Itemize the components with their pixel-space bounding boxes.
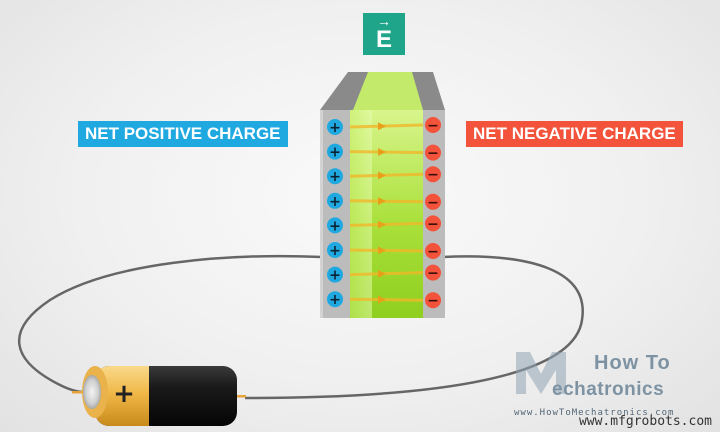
field-arrow <box>378 122 386 131</box>
svg-text:−: − <box>427 167 439 183</box>
negative-charge: − <box>425 243 441 260</box>
positive-charge: + <box>327 242 343 259</box>
field-arrow <box>378 171 386 180</box>
dielectric-top <box>353 72 423 110</box>
positive-charge: + <box>327 217 343 234</box>
field-arrow <box>378 197 386 206</box>
battery-cap <box>83 375 101 409</box>
field-arrow <box>378 295 386 304</box>
svg-text:−: − <box>427 118 439 134</box>
electric-field-label: E <box>375 26 392 53</box>
svg-text:−: − <box>427 244 439 260</box>
negative-charge: − <box>425 264 441 282</box>
field-line <box>349 297 424 302</box>
negative-charge: − <box>425 292 441 309</box>
field-arrow <box>378 147 386 156</box>
svg-text:−: − <box>427 293 439 309</box>
watermark: www.mfgrobots.com <box>578 414 712 429</box>
field-line <box>349 172 424 178</box>
svg-text:−: − <box>427 146 439 162</box>
battery-lead-right <box>232 395 246 398</box>
logo-mark <box>516 352 566 394</box>
logo-how-to: How To <box>594 352 671 374</box>
svg-text:+: + <box>329 169 341 185</box>
field-line <box>349 199 424 204</box>
battery-lead-left <box>72 391 84 394</box>
negative-charge: − <box>425 215 441 232</box>
svg-text:+: + <box>329 218 341 234</box>
field-arrow <box>378 220 386 229</box>
logo-url: www.HowToMechatronics.com <box>514 408 675 418</box>
net-positive-charge-label: NET POSITIVE CHARGE <box>78 121 288 147</box>
positive-charge: + <box>327 119 343 136</box>
negative-plate <box>423 110 445 318</box>
battery: + <box>72 366 246 426</box>
svg-text:−: − <box>427 216 439 232</box>
svg-text:+: + <box>329 292 341 308</box>
negative-charge: − <box>425 117 441 134</box>
positive-charge: + <box>327 266 343 284</box>
svg-text:−: − <box>427 266 439 282</box>
logo-mechatronics: echatronics <box>552 379 665 400</box>
svg-text:+: + <box>329 120 341 136</box>
positive-charge: + <box>327 143 343 161</box>
negative-charge: − <box>425 193 441 211</box>
field-line <box>349 271 424 277</box>
field-lines <box>349 122 424 304</box>
battery-plus-sign: + <box>113 379 135 409</box>
howtomechatronics-logo: How To echatronics www.HowToMechatronics… <box>512 348 712 428</box>
positive-charge: + <box>327 192 343 210</box>
svg-text:+: + <box>329 268 341 284</box>
circuit-wire-right <box>244 255 584 400</box>
positive-plate <box>320 110 350 318</box>
arrow-right-icon: → <box>377 13 391 29</box>
field-line <box>349 150 424 155</box>
field-line <box>349 123 424 129</box>
field-arrow <box>378 269 386 278</box>
negative-charges: − − − − − − − − <box>425 117 441 309</box>
svg-text:+: + <box>329 243 341 259</box>
svg-text:+: + <box>329 145 341 161</box>
electric-field-badge: → E <box>363 13 405 55</box>
svg-text:+: + <box>329 194 341 210</box>
field-line <box>349 248 424 253</box>
positive-charge: + <box>327 291 343 308</box>
positive-charges: + + + + + + + + <box>327 119 343 308</box>
circuit-wire <box>18 254 323 394</box>
field-line <box>349 221 424 227</box>
negative-charge: − <box>425 144 441 162</box>
net-negative-charge-label: NET NEGATIVE CHARGE <box>466 121 683 147</box>
field-arrow <box>378 246 386 255</box>
svg-text:−: − <box>427 195 439 211</box>
positive-charge: + <box>327 168 343 185</box>
negative-charge: − <box>425 166 441 183</box>
